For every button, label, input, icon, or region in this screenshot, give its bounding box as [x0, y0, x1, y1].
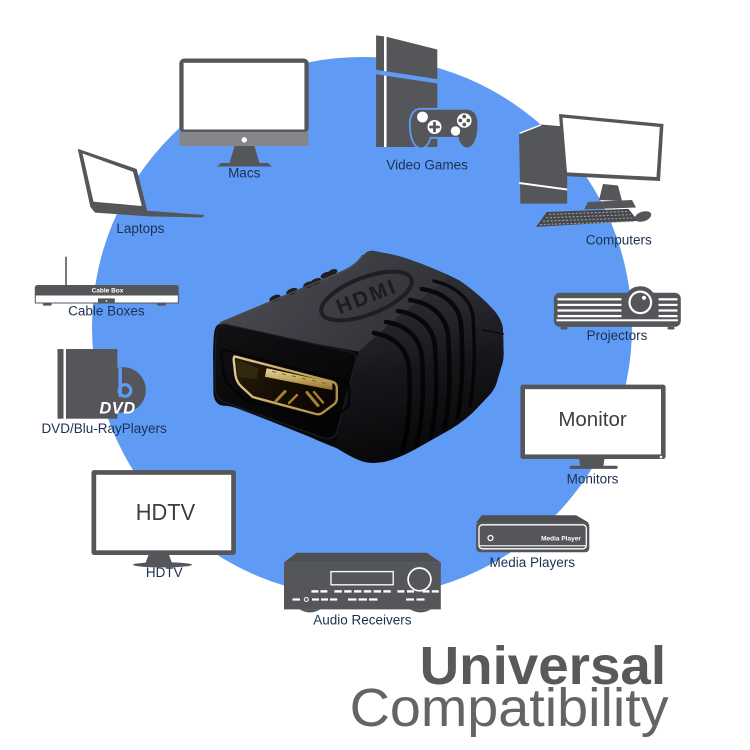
svg-text:Audio Receivers: Audio Receivers — [313, 613, 412, 628]
svg-text:DVD: DVD — [99, 400, 135, 418]
svg-text:Cable Box: Cable Box — [92, 288, 124, 295]
svg-text:Projectors: Projectors — [587, 328, 648, 343]
svg-text:Macs: Macs — [228, 166, 261, 181]
svg-text:Monitors: Monitors — [567, 472, 619, 487]
svg-text:Cable Boxes: Cable Boxes — [68, 304, 145, 319]
svg-text:DVD/Blu-RayPlayers: DVD/Blu-RayPlayers — [41, 421, 167, 436]
svg-text:Computers: Computers — [586, 233, 652, 248]
svg-text:Media Player: Media Player — [541, 536, 581, 543]
svg-text:Monitor: Monitor — [558, 408, 627, 431]
svg-text:Video Games: Video Games — [386, 158, 468, 173]
svg-text:Laptops: Laptops — [116, 221, 164, 236]
svg-text:HDTV: HDTV — [146, 565, 183, 580]
svg-text:Media Players: Media Players — [490, 555, 576, 570]
svg-text:HDTV: HDTV — [136, 499, 196, 525]
svg-text:Universal: Universal — [420, 636, 666, 696]
svg-text:Compatibility: Compatibility — [350, 678, 669, 738]
